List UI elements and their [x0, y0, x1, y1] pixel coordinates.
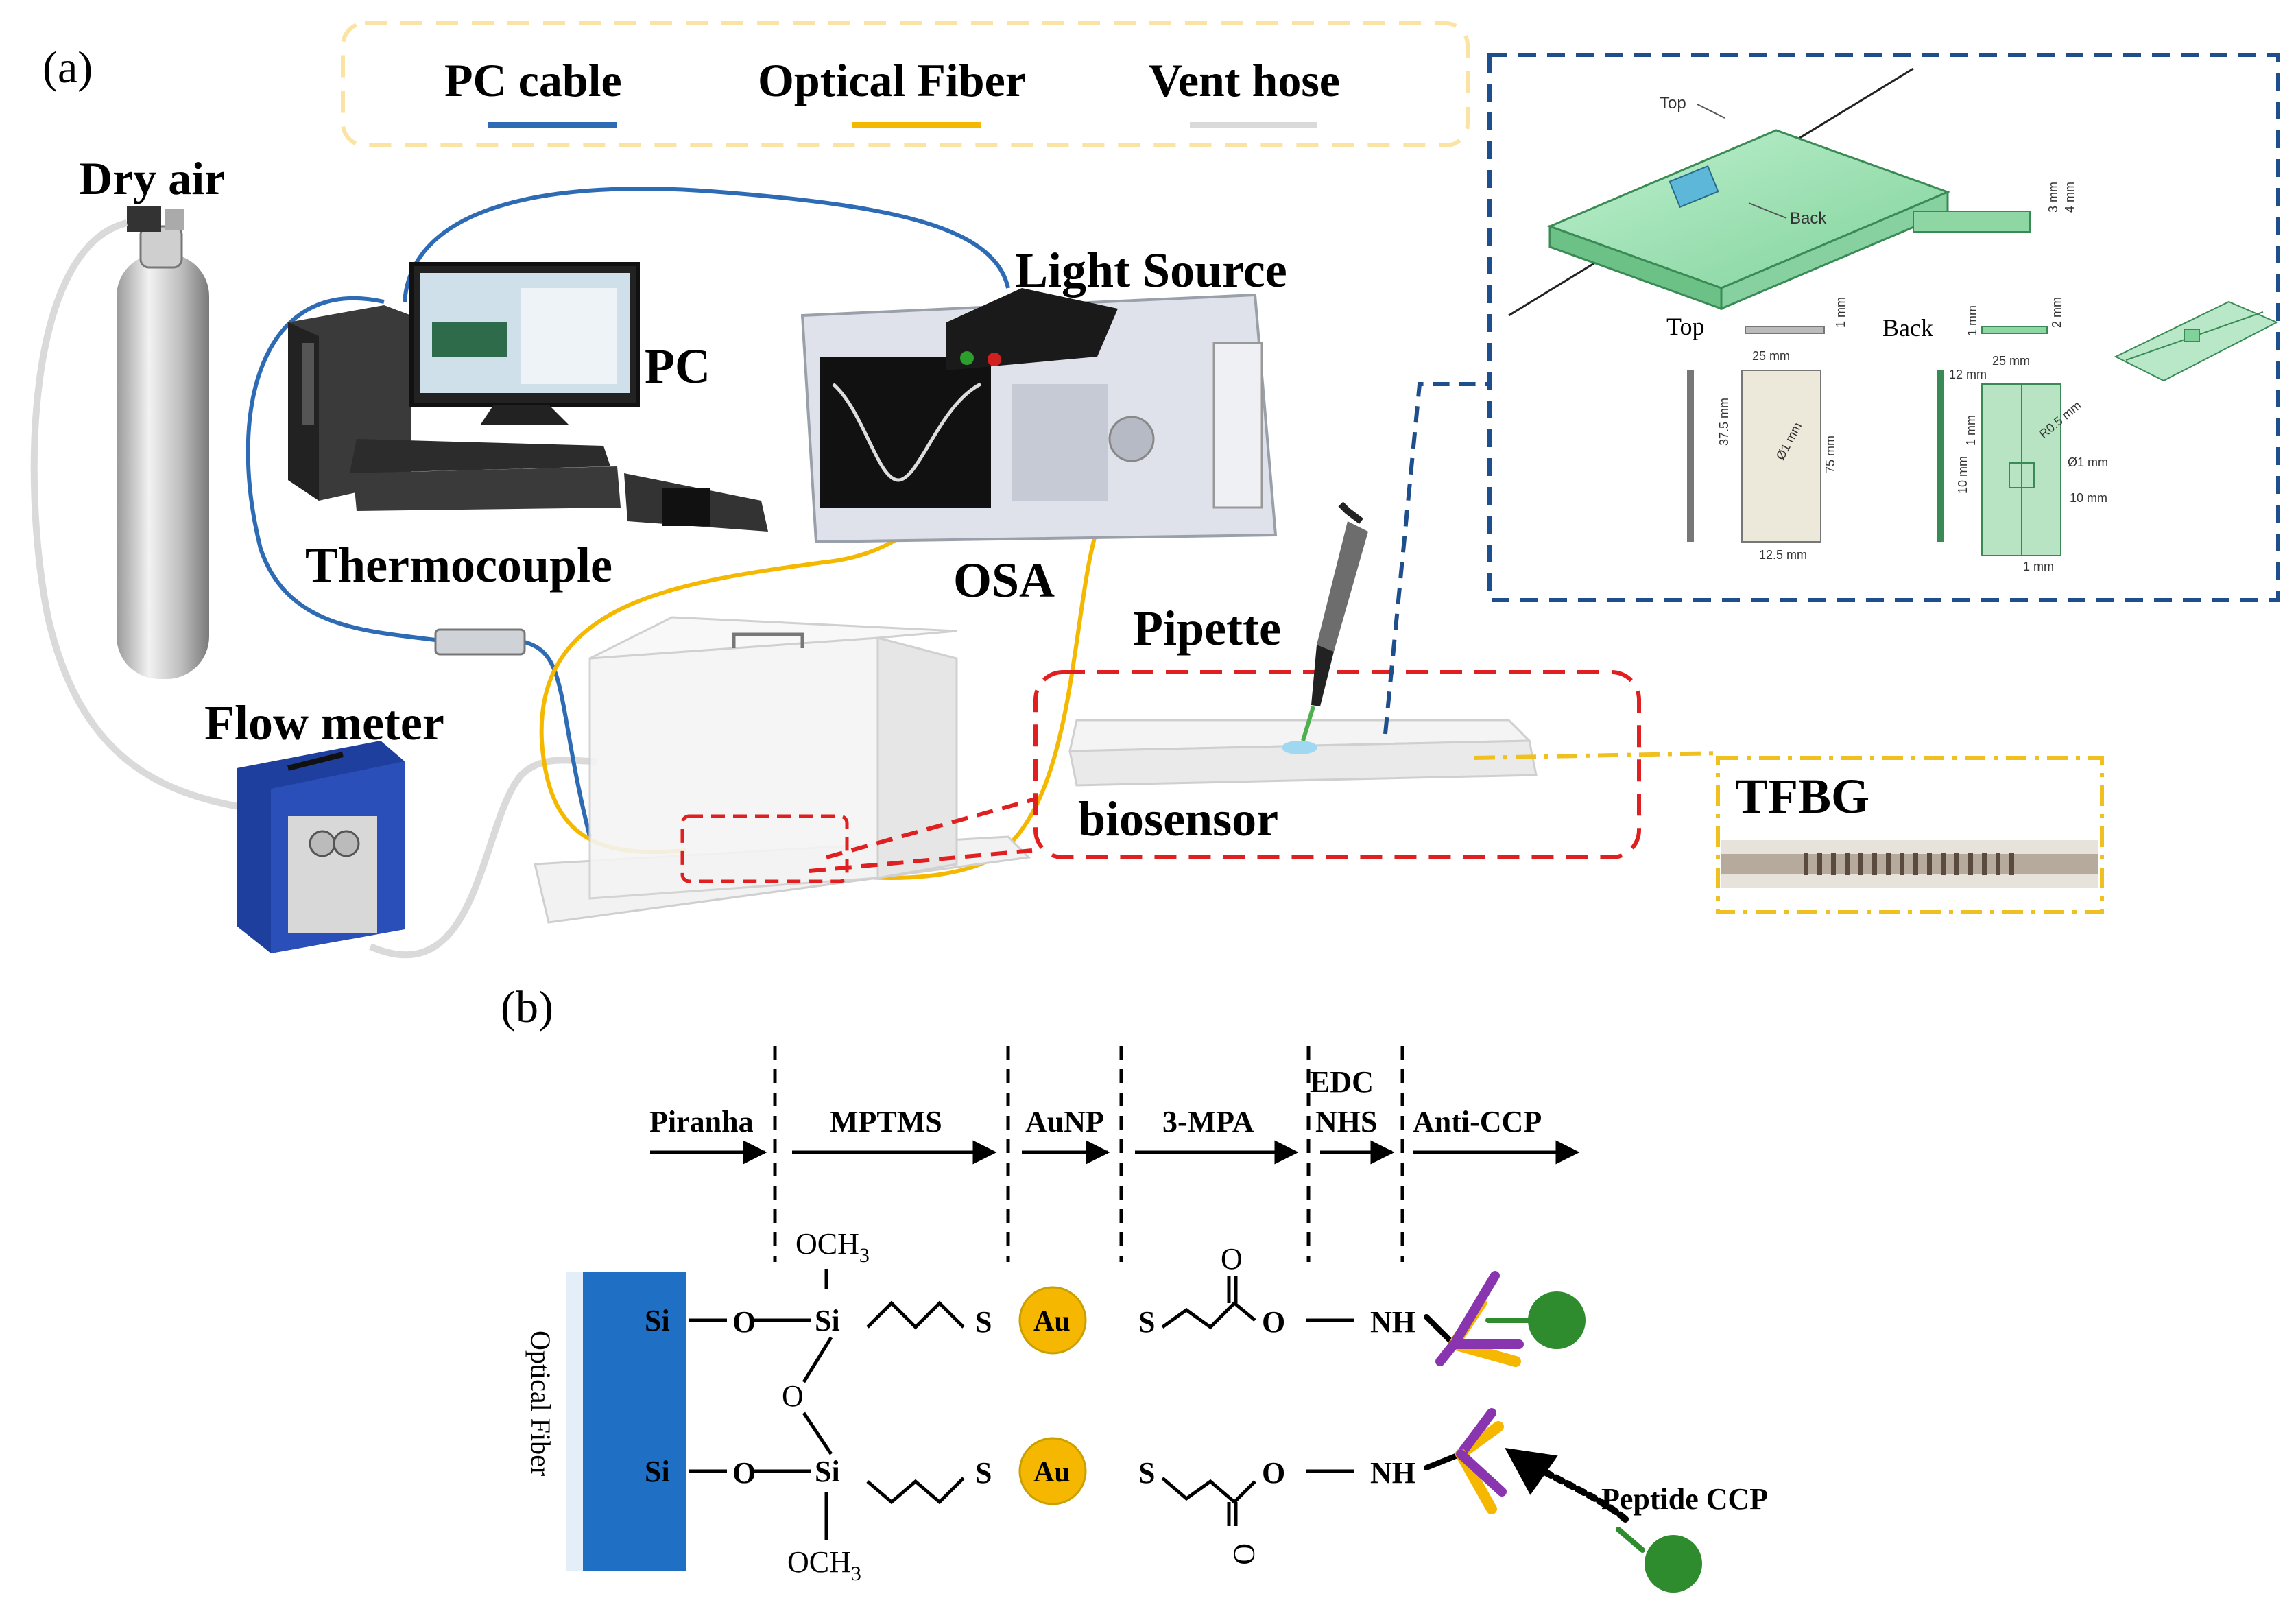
- drawing-dim-10mm-v: 10 mm: [1956, 456, 1970, 494]
- gold-nanoparticle-2: [1018, 1437, 1087, 1505]
- thermocouple-probe: [434, 628, 526, 656]
- tfbg-callout: [1474, 751, 2104, 914]
- pipette: [1301, 501, 1368, 741]
- drawing-dim-37-5mm: 37.5 mm: [1717, 398, 1731, 446]
- drawing-label-back: Back: [1882, 314, 1933, 342]
- biosensor-callout: [809, 670, 1641, 873]
- pc: [288, 262, 768, 532]
- drawing-dim-12mm: 12 mm: [1949, 368, 1987, 381]
- chem-o-3: O: [732, 1456, 756, 1490]
- legend-border: [341, 21, 1470, 147]
- chem-si-1: Si: [645, 1304, 670, 1337]
- technical-drawing: Top Back 3 mm 4 mm Top 1 mm 25 mm 37.5 m…: [1487, 53, 2280, 602]
- chem-carbonyl-o-top: O: [1221, 1242, 1243, 1276]
- light-source: [946, 288, 1118, 370]
- tfbg-highlight: [1716, 756, 2104, 914]
- chem-si-2: Si: [815, 1304, 840, 1337]
- step-mptms: MPTMS: [830, 1105, 942, 1139]
- chem-o-2: O: [1262, 1305, 1285, 1339]
- chem-au-2: Au: [1033, 1457, 1071, 1488]
- chem-och3-top: OCH3: [796, 1227, 870, 1267]
- chem-s-1: S: [975, 1305, 992, 1339]
- chem-och3-bottom: OCH3: [787, 1545, 861, 1585]
- drawing-dim-1mm-back: 1 mm: [1965, 305, 1979, 336]
- drawing-dim-12-5mm: 12.5 mm: [1759, 548, 1807, 562]
- drawing-dim-25mm-back: 25 mm: [1992, 354, 2030, 368]
- chem-nh-1: NH: [1370, 1305, 1415, 1339]
- drawing-dim-1mm-v: 1 mm: [1964, 415, 1978, 446]
- chamber-sample-highlight: [680, 814, 849, 883]
- step-labels: Piranha MPTMS AuNP 3-MPA EDC NHS Anti-CC…: [649, 1065, 1542, 1139]
- chem-o-4: O: [1262, 1456, 1285, 1490]
- optical-fiber-vertical-label: Optical Fiber: [525, 1331, 556, 1476]
- osa-label: OSA: [953, 553, 1055, 608]
- step-aunp: AuNP: [1025, 1105, 1104, 1139]
- legend-label-vent-hose: Vent hose: [1149, 54, 1340, 106]
- surface-chemistry: Si O Si S S O NH Si O Si S S O NH OCH3 O…: [645, 1227, 1768, 1593]
- pc-label: PC: [645, 339, 710, 394]
- bound-antigen: [1528, 1291, 1586, 1349]
- biosensor-highlight: [1033, 670, 1641, 859]
- step-3mpa: 3-MPA: [1162, 1105, 1254, 1139]
- gold-nanoparticles: [1018, 1286, 1087, 1505]
- chem-o-bridge: O: [782, 1379, 804, 1413]
- vent-hose-paths: [30, 219, 597, 959]
- light-source-label: Light Source: [1015, 243, 1287, 298]
- chem-o-1: O: [732, 1305, 756, 1339]
- osa: [800, 293, 1278, 544]
- step-edc: EDC: [1310, 1065, 1374, 1099]
- chem-si-3: Si: [645, 1455, 670, 1488]
- osa-screen: [820, 357, 991, 508]
- chem-nh-2: NH: [1370, 1456, 1415, 1490]
- chem-carbonyl-o-bottom: O: [1228, 1543, 1261, 1565]
- chem-si-4: Si: [815, 1455, 840, 1488]
- gold-nanoparticle-1: [1018, 1286, 1087, 1355]
- drawing-dim-1mm-top: 1 mm: [1834, 297, 1847, 328]
- biosensor-label: biosensor: [1078, 791, 1278, 846]
- antibody-free: [1424, 1408, 1702, 1593]
- chem-au-1: Au: [1033, 1306, 1071, 1337]
- drawing-dim-25mm-top: 25 mm: [1752, 349, 1790, 363]
- pc-cable-paths: [246, 187, 1010, 837]
- free-peptide-ccp: [1645, 1535, 1702, 1593]
- drawing-label-back-iso: Back: [1790, 209, 1827, 228]
- legend-label-pc-cable: PC cable: [444, 54, 622, 106]
- top-view-plate: [1741, 370, 1821, 543]
- drawing-dim-10mm-h: 10 mm: [2070, 491, 2107, 505]
- chem-s-2: S: [1138, 1305, 1155, 1339]
- test-chamber: [534, 616, 1031, 924]
- step-dividers: [773, 1046, 1404, 1262]
- drawing-dim-phi1mm-back: Ø1 mm: [2068, 455, 2108, 469]
- dry-air-label: Dry air: [79, 152, 225, 204]
- chem-s-4: S: [1138, 1456, 1155, 1490]
- panel-b-label: (b): [501, 982, 553, 1032]
- pipette-label: Pipette: [1133, 601, 1281, 656]
- step-piranha: Piranha: [649, 1105, 754, 1139]
- drawing-dim-3mm: 3 mm: [2046, 182, 2060, 213]
- legend: PC cable Optical Fiber Vent hose: [341, 21, 1470, 147]
- step-nhs: NHS: [1315, 1105, 1377, 1139]
- drawing-dim-4mm: 4 mm: [2063, 182, 2077, 213]
- drawing-dim-75mm: 75 mm: [1823, 436, 1837, 473]
- legend-label-optical-fiber: Optical Fiber: [758, 54, 1026, 106]
- flow-meter: [237, 741, 405, 953]
- drawing-connector: [1383, 382, 1488, 735]
- thermocouple-label: Thermocouple: [305, 538, 612, 593]
- tfbg-grating: [1804, 853, 2014, 875]
- optical-fiber-block: [566, 1272, 686, 1571]
- drawing-dim-1mm-bottom: 1 mm: [2023, 560, 2054, 573]
- panel-a-label: (a): [43, 43, 93, 93]
- drawing-label-top-iso: Top: [1660, 94, 1686, 112]
- chem-s-3: S: [975, 1456, 992, 1490]
- technical-drawing-border: [1487, 53, 2280, 602]
- peptide-ccp-label: Peptide CCP: [1601, 1482, 1768, 1516]
- step-anti-ccp: Anti-CCP: [1413, 1105, 1542, 1139]
- dry-air-cylinder: [117, 206, 209, 679]
- drawing-dim-2mm: 2 mm: [2050, 297, 2064, 328]
- drawing-label-top: Top: [1666, 313, 1704, 340]
- flow-meter-label: Flow meter: [204, 695, 444, 750]
- tfbg-label: TFBG: [1735, 769, 1869, 824]
- antibody-bound: [1424, 1271, 1586, 1367]
